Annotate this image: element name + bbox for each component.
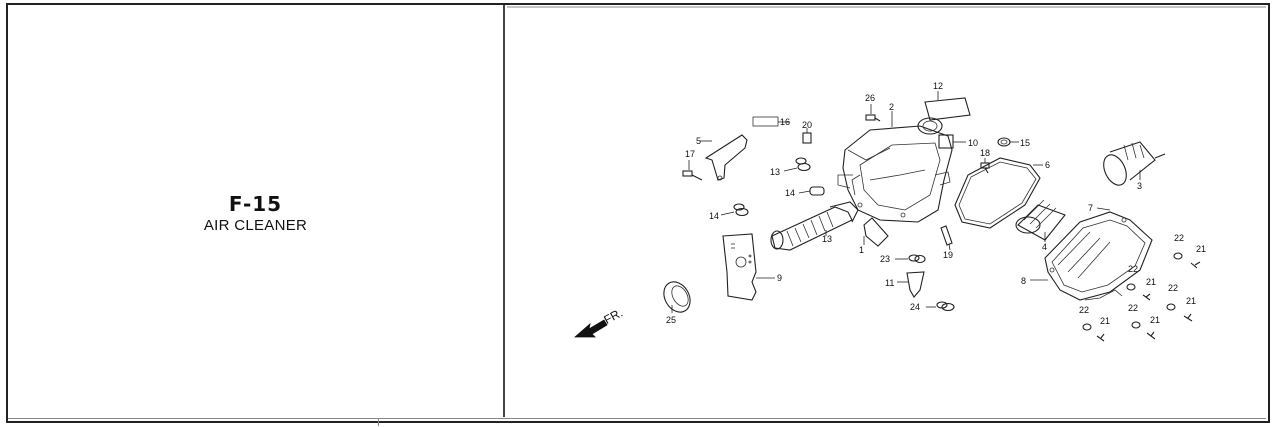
- part-16-grommet: [997, 137, 1019, 147]
- part-22-washers: [1082, 252, 1183, 331]
- callout-4: 4: [1042, 242, 1047, 252]
- part-4-element: [1015, 199, 1066, 242]
- section-code: F-15: [228, 192, 283, 216]
- part-10: [938, 134, 966, 149]
- callout-3: 3: [1137, 181, 1142, 191]
- callout-21-d: 21: [1100, 316, 1110, 326]
- callout-9: 9: [777, 273, 782, 283]
- part-7-8-cover: [1030, 207, 1153, 301]
- callout-10: 10: [968, 138, 978, 148]
- callout-26: 26: [865, 93, 875, 103]
- part-21-screws: [1096, 261, 1201, 342]
- part-19-screw-lower: [940, 225, 953, 251]
- callout-19-lower: 19: [943, 250, 953, 260]
- callout-7: 7: [1088, 203, 1093, 213]
- part-18-screw: [682, 160, 703, 181]
- callout-22-b: 22: [1128, 264, 1138, 274]
- part-25-clamp: [663, 281, 691, 313]
- part-12-duct: [917, 91, 971, 135]
- part-23-washers: [895, 254, 926, 264]
- callout-21-e: 21: [1150, 315, 1160, 325]
- callout-21-b: 21: [1146, 277, 1156, 287]
- callout-22-a: 22: [1174, 233, 1184, 243]
- part-5-bracket: [700, 134, 748, 181]
- part-24-washers: [926, 301, 955, 312]
- section-name: AIR CLEANER: [203, 217, 308, 234]
- bottom-tick: [378, 418, 379, 426]
- callout-24: 24: [910, 302, 920, 312]
- part-2-case: [837, 111, 953, 223]
- callout-16: 15: [1020, 138, 1030, 148]
- callout-6: 6: [1045, 160, 1050, 170]
- bottom-rule: [8, 418, 1266, 419]
- callout-14-upper: 13: [770, 167, 780, 177]
- callout-2: 2: [889, 102, 894, 112]
- callout-labels: 16 20 5 17 13 14 14 13 9 25 26 2 12 10 1…: [601, 81, 1206, 327]
- page-frame: [6, 3, 1270, 423]
- part-9-plate: [722, 233, 775, 301]
- callout-20: 20: [802, 120, 812, 130]
- part-26-screw: [865, 104, 881, 122]
- callout-13: 13: [822, 234, 832, 244]
- callout-22-e: 22: [1128, 303, 1138, 313]
- part-20-clip: [802, 128, 812, 144]
- callout-17: 16: [780, 117, 790, 127]
- part-15-bolt: [798, 186, 825, 196]
- callout-23: 23: [880, 254, 890, 264]
- callout-18: 17: [685, 149, 695, 159]
- panel-divider: [503, 5, 505, 417]
- section-title-block: F-15 AIR CLEANER: [8, 193, 503, 235]
- callout-5: 5: [696, 136, 701, 146]
- part-6-gasket: [954, 157, 1043, 229]
- section-panel: F-15 AIR CLEANER: [8, 5, 503, 417]
- part-13-intake-tube: [770, 201, 859, 251]
- callout-22-d: 22: [1079, 305, 1089, 315]
- callout-8: 8: [1021, 276, 1026, 286]
- front-direction-arrow: [573, 319, 608, 338]
- part-14-lower: [720, 203, 749, 217]
- callout-25: 25: [666, 315, 676, 325]
- part-19-screw-upper: [980, 158, 990, 174]
- part-11-drain: [897, 271, 925, 298]
- part-3-filter-tube: [1103, 141, 1166, 186]
- part-1-tube: [863, 217, 889, 247]
- callout-21-c: 21: [1186, 296, 1196, 306]
- callout-21-a: 21: [1196, 244, 1206, 254]
- part-14-upper: [783, 157, 811, 172]
- callout-14-lower: 14: [709, 211, 719, 221]
- callout-22-c: 22: [1168, 283, 1178, 293]
- callout-11: 11: [885, 278, 894, 288]
- callout-15: 14: [785, 188, 795, 198]
- part-17: [752, 116, 790, 127]
- callout-12: 12: [933, 81, 943, 91]
- callout-1: 1: [859, 245, 864, 255]
- callout-19-upper: 18: [980, 148, 990, 158]
